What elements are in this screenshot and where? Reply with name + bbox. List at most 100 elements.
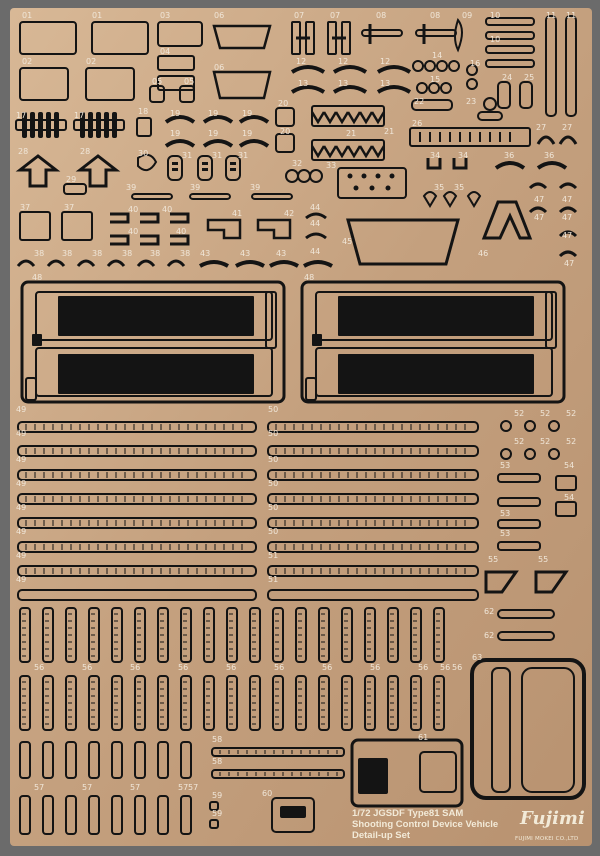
part-number-label: 58 (212, 735, 223, 744)
part-number-label: 46 (478, 249, 489, 258)
etch-part (305, 212, 327, 220)
etch-part (485, 31, 535, 40)
part-number-label: 39 (250, 183, 261, 192)
etch-part (536, 135, 556, 145)
etch-part (311, 105, 385, 127)
etch-part (524, 448, 536, 460)
part-number-label: 49 (16, 429, 27, 438)
part-number-label: 42 (284, 209, 295, 218)
part-number-label: 50 (268, 503, 279, 512)
etch-part (318, 675, 330, 731)
part-number-label: 49 (16, 479, 27, 488)
etch-part (65, 795, 77, 835)
part-number-label: 17 (16, 111, 27, 120)
etch-part (528, 182, 548, 190)
etch-part (448, 60, 460, 72)
part-number-label: 56 (226, 663, 237, 672)
etch-part (310, 111, 326, 125)
etch-part (309, 169, 323, 183)
etch-part (19, 67, 69, 101)
etch-part (203, 675, 215, 731)
part-number-label: 50 (268, 405, 279, 414)
etch-part (88, 795, 100, 835)
etch-part (466, 78, 478, 90)
part-number-label: 53 (500, 529, 511, 538)
etch-part (338, 354, 534, 394)
part-number-label: 55 (538, 555, 549, 564)
part-number-label: 58 (212, 757, 223, 766)
etch-part (545, 291, 557, 349)
part-number-label: 12 (338, 57, 349, 66)
etch-part (433, 675, 445, 731)
title-line-2: Shooting Control Device Vehicle (352, 819, 499, 830)
etch-part (565, 15, 577, 117)
etch-part (96, 112, 101, 138)
part-number-label: 01 (22, 11, 33, 20)
part-number-label: 49 (16, 575, 27, 584)
etch-part (42, 795, 54, 835)
part-number-label: 23 (466, 97, 477, 106)
part-number-label: 52 (566, 409, 577, 418)
part-number-label: 47 (534, 213, 545, 222)
part-number-label: 05 (152, 77, 163, 86)
etch-part (172, 168, 178, 171)
etch-part (534, 570, 569, 594)
etch-part (361, 173, 367, 179)
etch-part (303, 260, 333, 268)
part-number-label: 40 (128, 205, 139, 214)
part-number-label: 57 (188, 783, 199, 792)
etch-part (230, 162, 236, 165)
part-number-label: 52 (540, 437, 551, 446)
title-line-1: 1/72 JGSDF Type81 SAM (352, 808, 464, 819)
etch-part (202, 115, 234, 124)
part-number-label: 40 (162, 205, 173, 214)
part-number-label: 15 (430, 75, 441, 84)
etch-part (212, 24, 272, 50)
etch-part (497, 519, 541, 529)
part-number-label: 20 (280, 127, 291, 136)
etch-part (76, 259, 96, 267)
part-number-label: 10 (490, 35, 501, 44)
etch-part (17, 565, 257, 577)
etch-part (494, 161, 526, 170)
etch-part (54, 112, 59, 138)
part-number-label: 63 (472, 653, 483, 662)
etch-part (15, 154, 61, 188)
etch-part (346, 111, 362, 125)
etch-part (75, 154, 121, 188)
etch-part (346, 145, 362, 159)
etch-part (17, 541, 257, 553)
etch-part (528, 206, 548, 214)
part-number-label: 33 (326, 161, 337, 170)
part-number-label: 26 (412, 119, 423, 128)
part-number-label: 57 (130, 783, 141, 792)
etch-part (157, 607, 169, 663)
etch-part (65, 741, 77, 779)
etch-part (134, 675, 146, 731)
etch-part (202, 162, 208, 165)
part-number-label: 47 (564, 259, 575, 268)
etch-part (20, 280, 286, 404)
etch-part (106, 259, 126, 267)
etch-part (558, 182, 578, 190)
etch-part (295, 675, 307, 731)
etch-part (350, 738, 464, 808)
etch-part (364, 607, 376, 663)
part-number-label: 44 (310, 219, 321, 228)
etch-part (104, 112, 109, 138)
part-number-label: 11 (566, 11, 577, 20)
part-number-label: 38 (150, 249, 161, 258)
etch-part (419, 751, 457, 793)
part-number-label: 56 (322, 663, 333, 672)
etch-part (412, 60, 424, 72)
part-number-label: 24 (502, 73, 513, 82)
etch-part (134, 795, 146, 835)
etch-part (500, 420, 512, 432)
part-number-label: 47 (534, 195, 545, 204)
part-number-label: 53 (500, 461, 511, 470)
etch-part (358, 145, 374, 159)
etch-part (17, 493, 257, 505)
part-number-label: 39 (126, 183, 137, 192)
etch-part (211, 769, 345, 779)
